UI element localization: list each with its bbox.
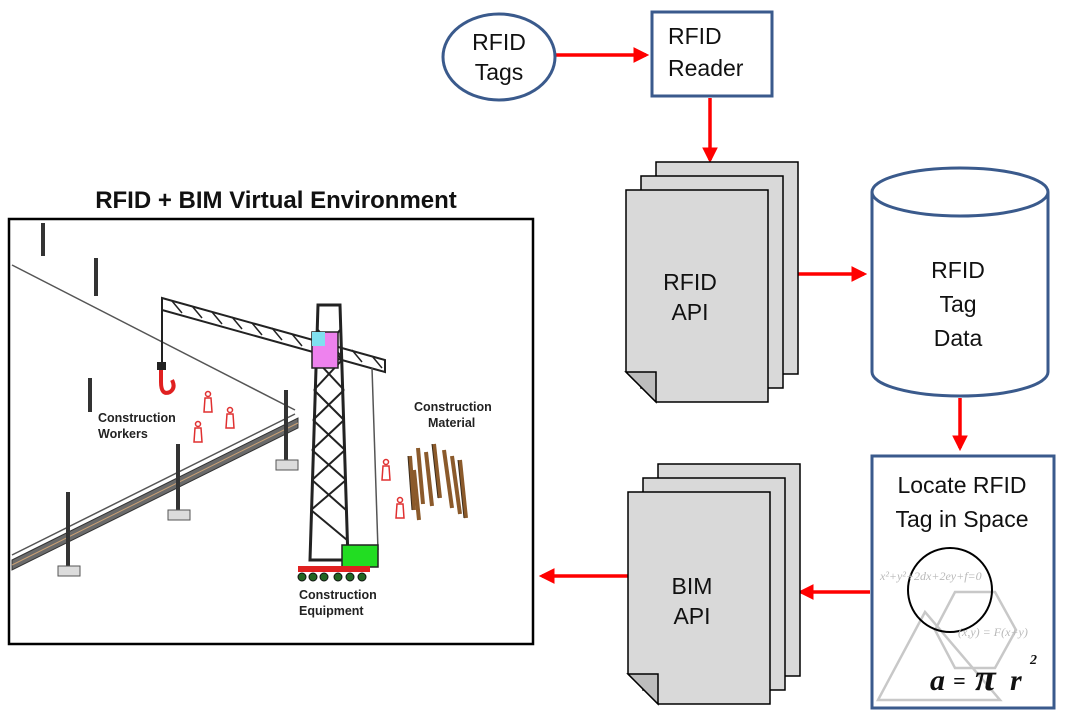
material-label-2: Material [428, 416, 475, 430]
area-exponent: 2 [1029, 653, 1037, 668]
function-equation: (x,y) = F(x+y) [958, 625, 1028, 639]
rfid-tags-label-2: Tags [475, 59, 524, 85]
area-pi: π [975, 657, 997, 699]
virtual-environment-scene: Construction Workers Construction Materi… [7, 217, 535, 646]
area-equals: = [953, 668, 966, 693]
tag-data-label-1: RFID [931, 257, 985, 283]
rfid-tag-data-node: RFID Tag Data [870, 166, 1050, 398]
locate-tag-node: Locate RFID Tag in Space x²+y²+2dx+2ey+f… [870, 454, 1056, 710]
circle-equation: x²+y²+2dx+2ey+f=0 [879, 569, 982, 583]
area-a: a [930, 664, 945, 697]
environment-title: RFID + BIM Virtual Environment [95, 187, 457, 214]
bim-api-node: BIM API [626, 463, 801, 706]
building-columns [41, 223, 288, 568]
tag-data-label-2: Tag [939, 291, 976, 317]
worker-icon [193, 420, 203, 443]
bim-api-label-1: BIM [672, 573, 713, 599]
triangle-sketch [875, 609, 1003, 702]
material-label-1: Construction [414, 400, 492, 414]
material-stack [408, 443, 468, 521]
crane-counterweight [341, 544, 379, 568]
floor-slab [11, 264, 299, 571]
equipment-label-2: Equipment [299, 604, 364, 618]
tower-crane [157, 296, 386, 582]
worker-icon [395, 496, 405, 519]
column-footings [57, 459, 299, 577]
rfid-tags-label-1: RFID [472, 29, 526, 55]
rfid-api-node: RFID API [624, 161, 799, 404]
worker-icon [381, 458, 391, 481]
area-formula: a = π r 2 [930, 653, 1037, 699]
workers-label-2: Workers [98, 427, 148, 441]
worker-icon [203, 390, 213, 413]
rfid-reader-label-2: Reader [668, 55, 744, 81]
tag-data-label-3: Data [934, 325, 983, 351]
rfid-tags-node: RFID Tags [441, 12, 557, 102]
circle-sketch [907, 547, 993, 633]
rfid-api-label-1: RFID [663, 269, 717, 295]
worker-figures [193, 390, 405, 519]
material-stack-outline [407, 443, 465, 519]
locate-label-2: Tag in Space [896, 506, 1029, 532]
rfid-reader-node: RFID Reader [650, 10, 774, 98]
workers-label-1: Construction [98, 411, 176, 425]
flow-arrows [538, 47, 968, 600]
locate-label-1: Locate RFID [897, 472, 1026, 498]
crane-hook-icon [159, 368, 176, 395]
equipment-label-1: Construction [299, 588, 377, 602]
worker-icon [225, 406, 235, 429]
bim-api-label-2: API [673, 603, 710, 629]
rfid-reader-label-1: RFID [668, 23, 722, 49]
rfid-api-label-2: API [671, 299, 708, 325]
area-r: r [1010, 664, 1022, 697]
